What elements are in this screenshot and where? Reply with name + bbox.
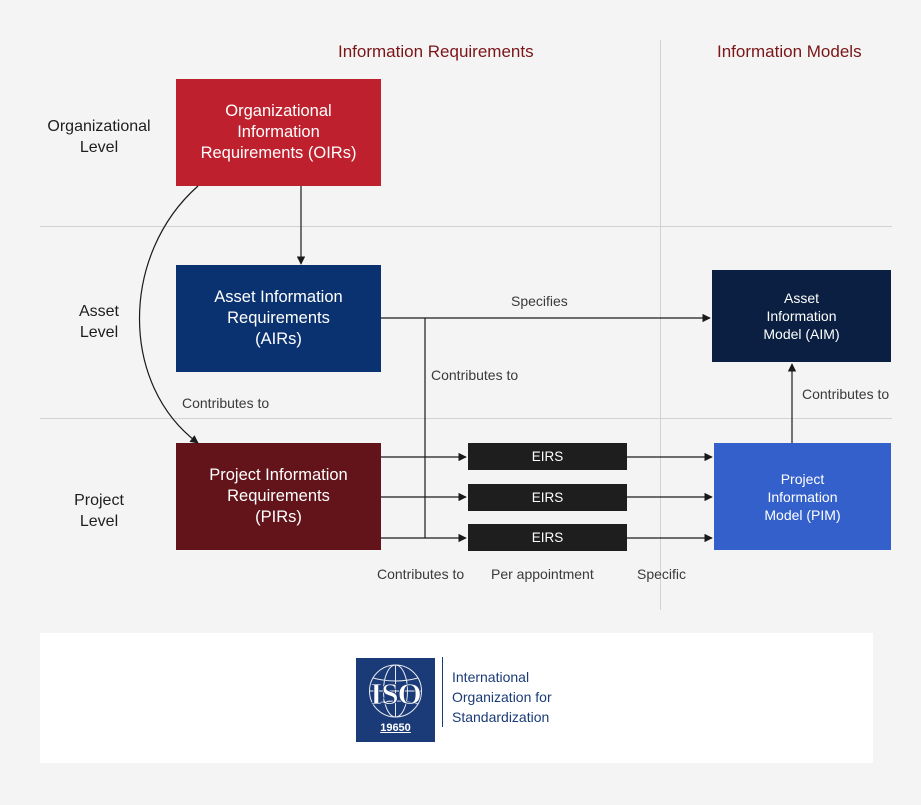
edge-label-contributes-mid: Contributes to <box>431 367 519 383</box>
footer-panel: ISO 19650 International Organization for… <box>40 633 873 763</box>
level-divider-top <box>40 226 892 227</box>
iso-org-name: International Organization for Standardi… <box>452 669 552 725</box>
edge-label-contributes-left: Contributes to <box>182 395 270 411</box>
air-box: Asset Information Requirements (AIRs) <box>176 265 381 372</box>
logo-divider <box>442 657 443 727</box>
level-label-asset: Asset Level <box>78 303 119 341</box>
column-header-information-models: Information Models <box>717 42 862 61</box>
level-divider-bottom <box>40 418 892 419</box>
eirs-box-1: EIRS <box>468 443 627 470</box>
column-header-information-requirements: Information Requirements <box>338 42 534 61</box>
pir-box: Project Information Requirements (PIRs) <box>176 443 381 550</box>
level-label-organizational: Organizational Level <box>47 118 151 156</box>
iso-logo-mark: ISO <box>370 676 422 712</box>
edge-label-specifies: Specifies <box>511 293 568 309</box>
edge-label-contributes-bottom: Contributes to <box>377 566 465 582</box>
pim-box: Project Information Model (PIM) <box>714 443 891 550</box>
edge-label-contributes-right: Contributes to <box>802 386 890 402</box>
column-divider <box>660 40 661 610</box>
iso-logo: ISO 19650 <box>356 658 435 742</box>
edge-label-per-appointment: Per appointment <box>491 566 594 582</box>
edge-label-specific: Specific <box>637 566 687 582</box>
eirs-box-3: EIRS <box>468 524 627 551</box>
oir-box: Organizational Information Requirements … <box>176 79 381 186</box>
aim-box: Asset Information Model (AIM) <box>712 270 891 362</box>
iso-standard-number: 19650 <box>380 722 411 734</box>
eirs-box-2: EIRS <box>468 484 627 511</box>
arrow-oir-to-pir <box>139 185 199 444</box>
globe-icon <box>369 664 422 718</box>
level-label-project: Project Level <box>74 492 124 530</box>
